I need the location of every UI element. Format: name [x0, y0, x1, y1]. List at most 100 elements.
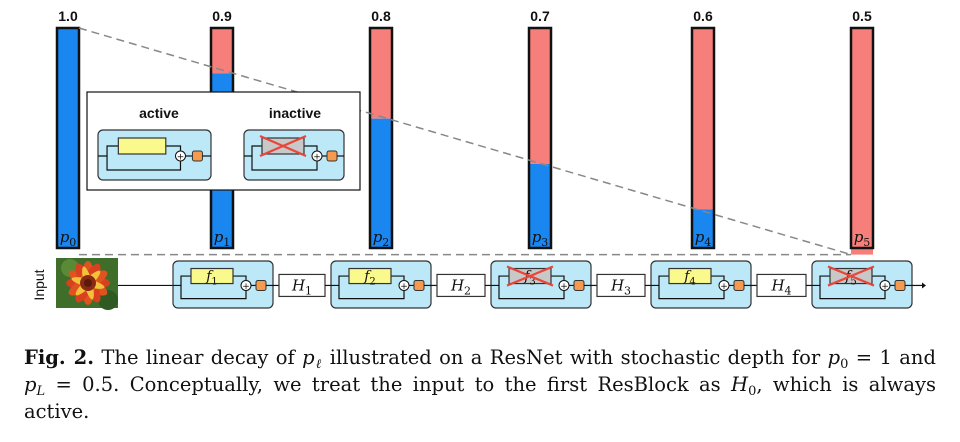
relu-node	[326, 150, 338, 162]
decay-line	[78, 27, 852, 256]
hidden-state-4: H4	[751, 273, 812, 297]
resblock-active: +	[97, 129, 212, 181]
residual-path	[491, 275, 509, 287]
residual-path	[173, 275, 191, 287]
hidden-state-label: H3	[610, 276, 631, 297]
resblock-inactive: f5+	[811, 260, 913, 309]
caption-text: = 1	[848, 346, 892, 369]
caption-text: illustrated on a ResNet with stochastic …	[322, 346, 828, 369]
caption-math: L	[36, 384, 46, 399]
plus-glyph: +	[313, 153, 321, 163]
caption-text: and	[891, 346, 936, 369]
bar-drop-segment	[211, 28, 233, 74]
resblock-inactive: +	[243, 129, 345, 181]
caption-label: Fig. 2.	[24, 346, 95, 369]
bar-value-label: 0.7	[530, 8, 550, 24]
drop-cross	[506, 265, 554, 287]
hidden-state-2: H2	[431, 273, 491, 297]
residual-path	[331, 275, 349, 287]
resblock-active: f4+	[650, 260, 752, 309]
plus-glyph: +	[400, 282, 408, 292]
bar-outline	[368, 26, 394, 250]
skip-connection	[498, 285, 565, 300]
bar-outline	[527, 26, 553, 250]
figure-caption: Fig. 2. The linear decay of pℓ illustrat…	[24, 344, 936, 425]
skip-connection	[658, 285, 725, 300]
legend-active-block: +	[97, 129, 212, 181]
residual-function-label: f4	[683, 268, 696, 287]
flower-photo	[56, 258, 118, 310]
plus-glyph: +	[881, 282, 889, 292]
bar-p-label: p3	[532, 228, 549, 249]
bar-3: 0.7 p3	[527, 8, 553, 250]
bar-drop-segment	[370, 28, 392, 119]
drop-cross	[827, 265, 875, 287]
bar-value-label: 0.9	[212, 8, 232, 24]
skip-connection	[180, 285, 247, 300]
residual-path	[711, 275, 725, 281]
caption-math: p	[302, 346, 315, 369]
input-label: Input	[31, 269, 47, 300]
bar-p-label: p2	[373, 228, 390, 249]
skip-connection	[819, 285, 886, 300]
relu-node	[413, 279, 425, 291]
bar-p-label: p1	[214, 228, 231, 249]
bar-drop-segment	[692, 28, 714, 210]
residual-path	[812, 275, 830, 287]
bar-value-label: 0.5	[852, 8, 872, 24]
bar-2: 0.8 p2	[368, 8, 394, 250]
residual-path	[244, 145, 262, 157]
caption-math: ℓ	[314, 357, 323, 372]
caption-math: H	[731, 373, 749, 396]
skip-connection	[338, 285, 405, 300]
caption-text: . Conceptually, we treat the input to th…	[113, 373, 732, 396]
drop-cross	[259, 134, 307, 158]
residual-path	[551, 275, 565, 281]
bar-p-label: p0	[60, 228, 77, 249]
caption-text: The linear decay of	[94, 346, 303, 369]
residual-path	[98, 145, 119, 157]
bar-outline	[690, 26, 716, 250]
plus-glyph: +	[242, 282, 250, 292]
relu-node	[255, 279, 267, 291]
caption-text: , which is always active.	[24, 373, 936, 423]
residual-function-label: f2	[363, 268, 376, 287]
bar-0: 1.0 p0	[55, 8, 81, 250]
residual-path	[233, 275, 247, 281]
resblock-active: f2 +	[330, 260, 432, 309]
bar-value-label: 0.6	[693, 8, 713, 24]
caption-math: 0	[840, 357, 849, 372]
relu-node	[733, 279, 745, 291]
bar-survive-segment	[57, 28, 79, 248]
legend-inactive-block: +	[243, 129, 345, 181]
residual-path	[391, 275, 405, 281]
bar-p-label: p4	[695, 228, 712, 249]
bar-value-label: 0.8	[371, 8, 391, 24]
caption-math: p	[24, 373, 37, 396]
legend-box: active inactive + +	[86, 91, 361, 191]
relu-node	[191, 150, 203, 162]
resblock-active: f1+	[172, 260, 274, 309]
residual-path	[872, 275, 886, 281]
hidden-state-label: H2	[450, 276, 471, 297]
hidden-state-label: H1	[291, 276, 312, 297]
bar-4: 0.6 p4	[690, 8, 716, 250]
caption-math: p	[827, 346, 841, 369]
bar-drop-segment	[851, 28, 873, 255]
bar-value-label: 1.0	[58, 8, 78, 24]
plus-glyph: +	[560, 282, 568, 292]
legend-inactive-label: inactive	[269, 105, 321, 121]
relu-node	[894, 279, 906, 291]
caption-math: 0	[748, 384, 757, 399]
residual-function-box	[348, 267, 392, 285]
residual-path	[651, 275, 669, 287]
skip-connection	[251, 156, 318, 171]
legend-active-label: active	[139, 105, 179, 121]
linear-decay-dashed-lines	[78, 27, 852, 256]
residual-function-box	[668, 267, 712, 285]
residual-path	[165, 145, 182, 151]
bar-survive-segment	[692, 209, 714, 248]
hidden-state-label: H4	[770, 276, 791, 297]
